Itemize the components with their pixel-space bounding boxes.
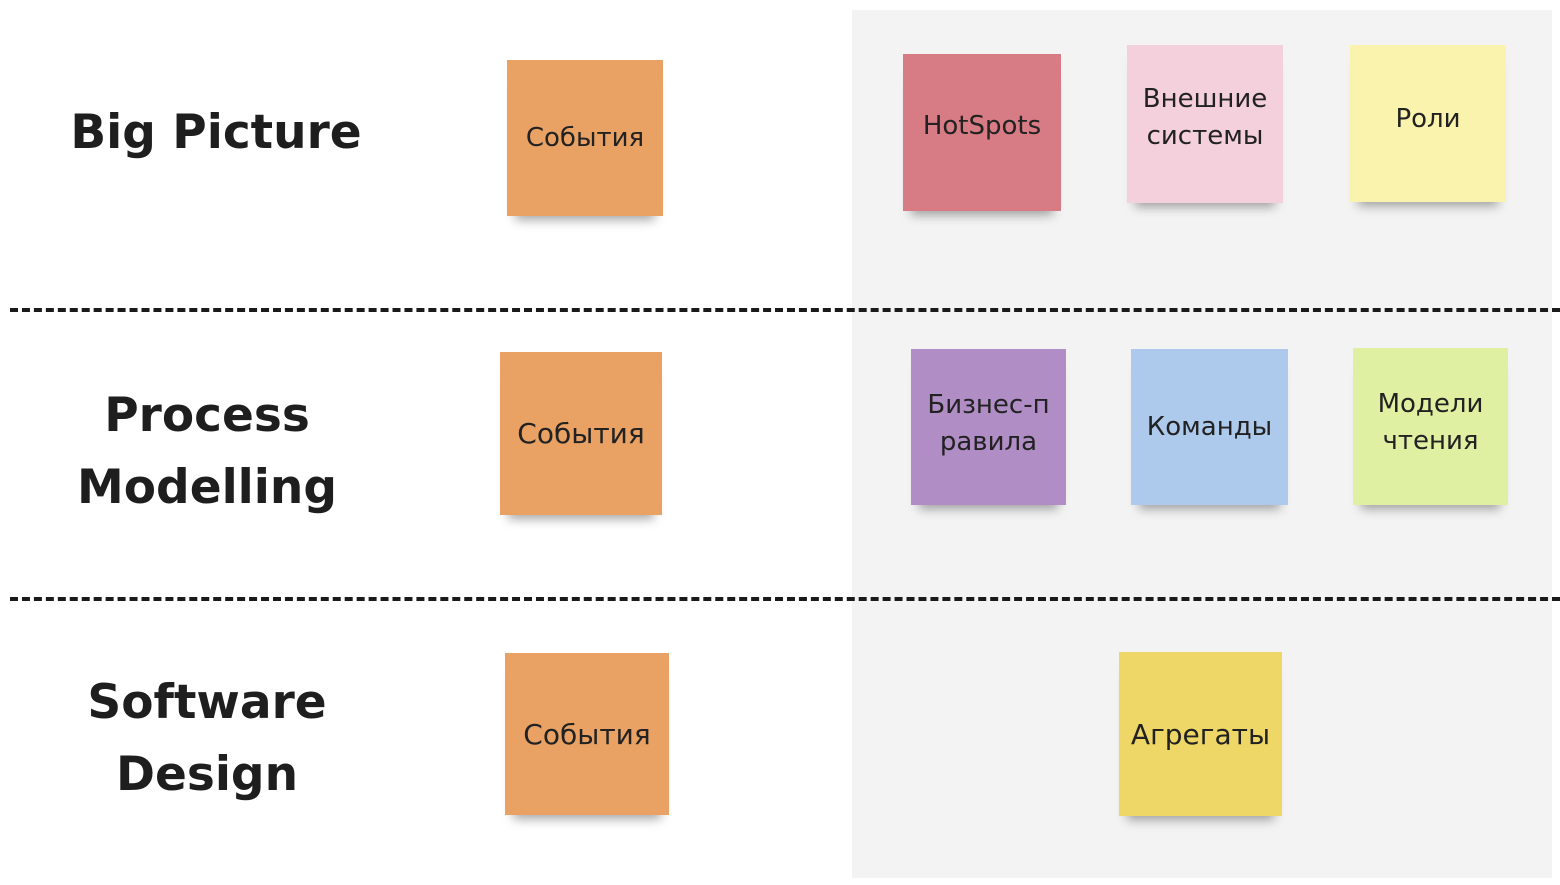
label-line: Process [104, 388, 310, 443]
sticky-note-roles[interactable]: Роли [1350, 45, 1506, 202]
sticky-note-events[interactable]: События [507, 60, 663, 216]
label-line: Design [115, 747, 299, 802]
note-text: Роли [1395, 104, 1461, 134]
note-text: Агрегаты [1130, 717, 1271, 751]
sticky-note-commands[interactable]: Команды [1131, 349, 1288, 505]
row-divider [10, 308, 1560, 312]
note-text: Внешние [1142, 84, 1268, 114]
sticky-note-hotspots[interactable]: HotSpots [903, 54, 1061, 211]
label-line: Software [87, 675, 327, 730]
note-text: Бизнес-п [927, 390, 1050, 420]
row-label-big-picture: Big Picture [70, 105, 362, 160]
note-text: системы [1146, 121, 1264, 151]
sticky-note-external-systems[interactable]: Внешние системы [1127, 45, 1283, 203]
note-text: Команды [1146, 411, 1273, 442]
note-text: События [523, 717, 651, 751]
note-text: События [525, 122, 645, 153]
note-text: чтения [1382, 425, 1479, 456]
sticky-note-business-rules[interactable]: Бизнес-п равила [911, 349, 1066, 505]
note-text: равила [939, 427, 1038, 457]
sticky-note-events[interactable]: События [505, 653, 669, 815]
note-text: Модели [1377, 388, 1484, 419]
sticky-note-aggregates[interactable]: Агрегаты [1119, 652, 1282, 816]
note-text: HotSpots [922, 111, 1042, 141]
row-divider [10, 597, 1560, 601]
label-line: Modelling [76, 460, 337, 515]
note-text: События [517, 417, 645, 450]
sticky-note-read-models[interactable]: Модели чтения [1353, 348, 1508, 505]
sticky-note-events[interactable]: События [500, 352, 662, 515]
